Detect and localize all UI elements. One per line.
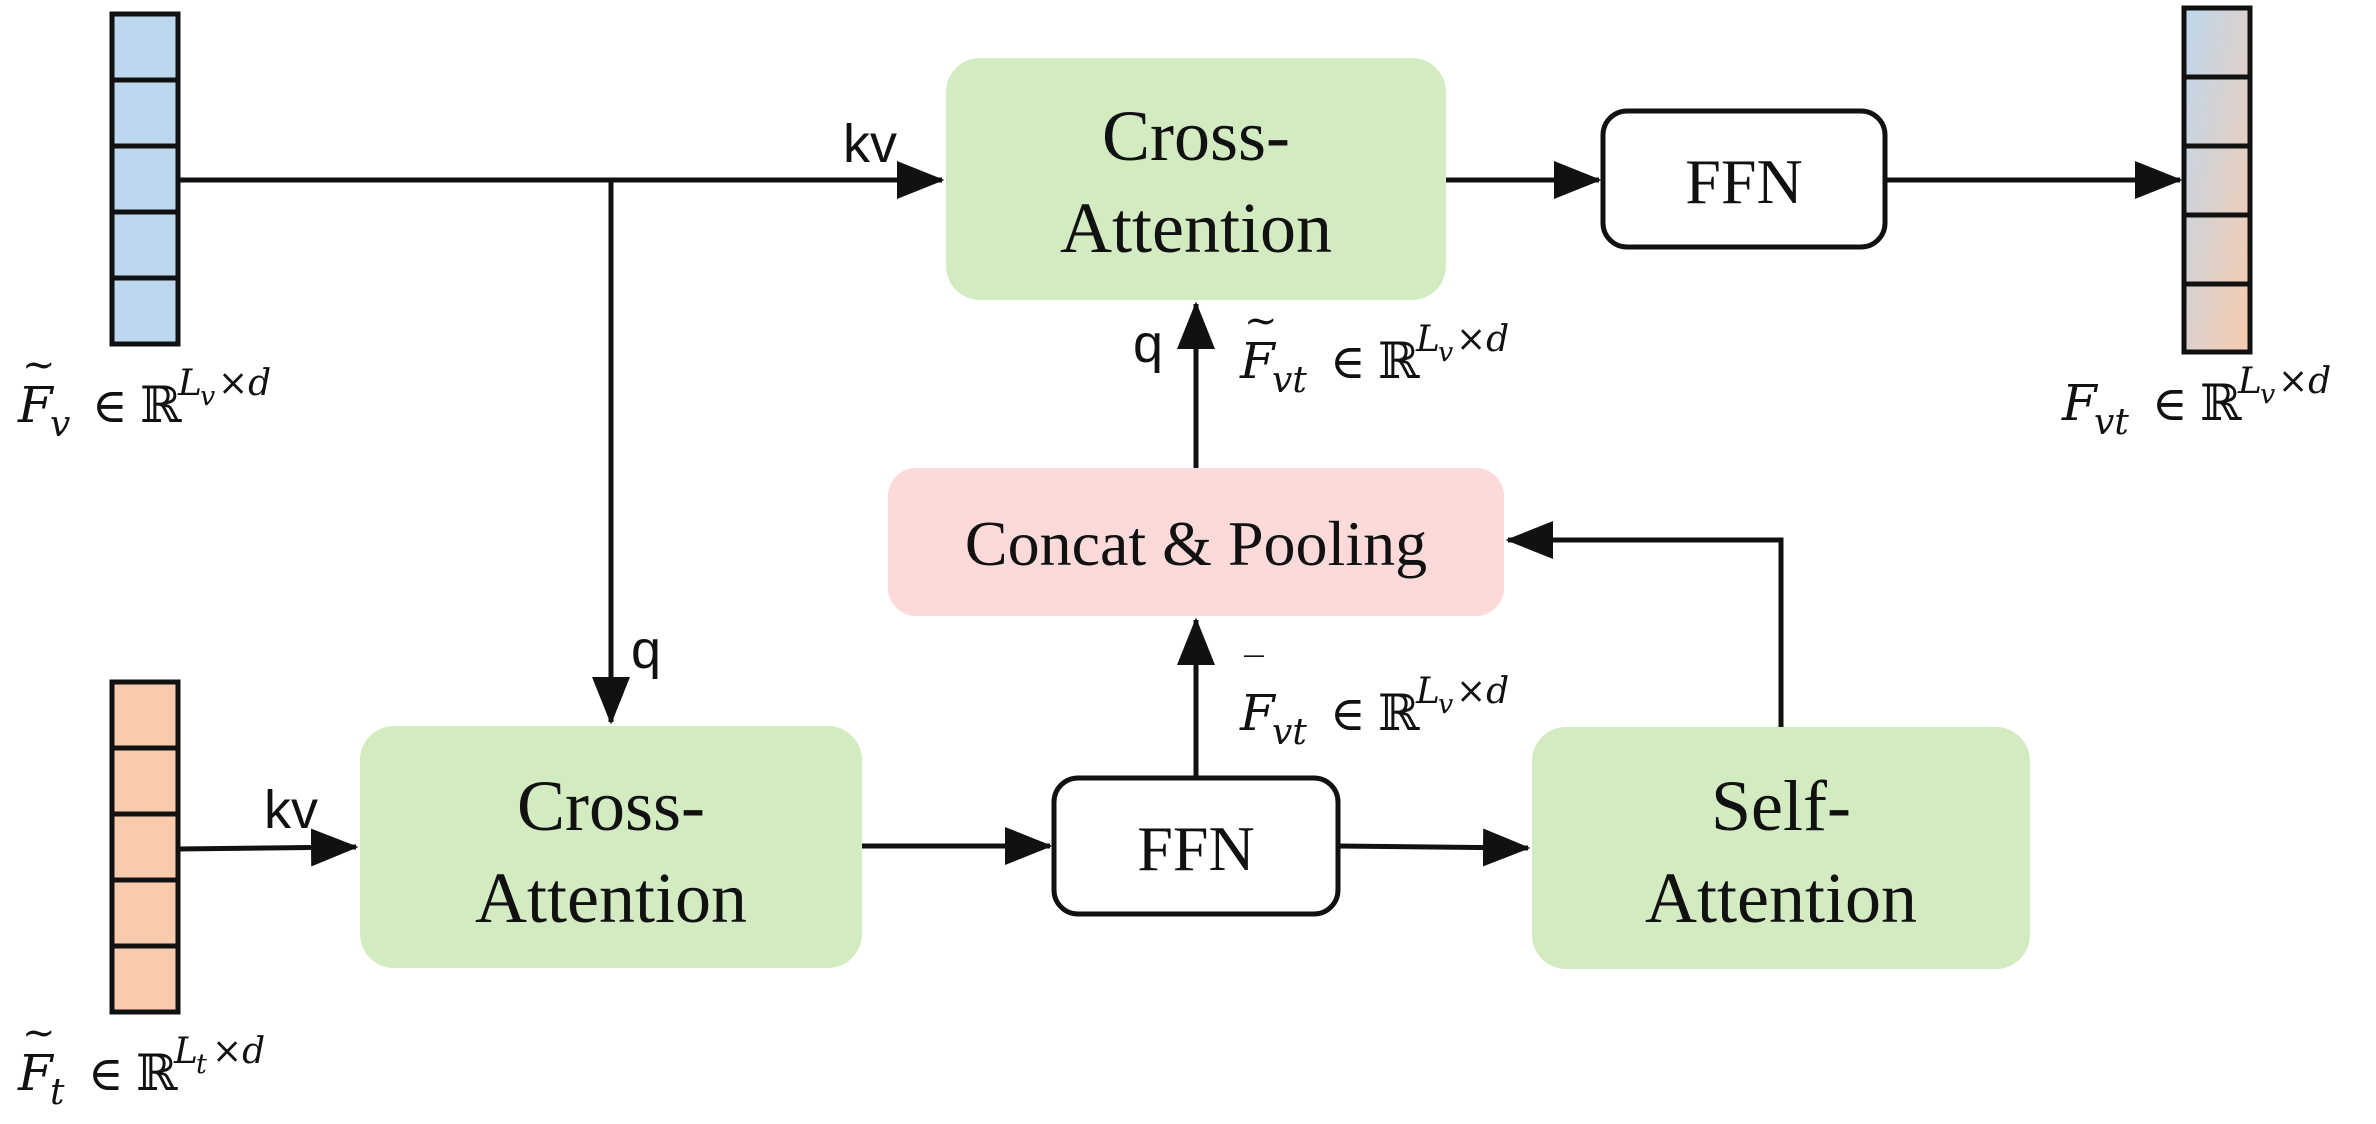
svg-text:L: L bbox=[2237, 361, 2262, 402]
bottom-cross-attention-line1: Cross- bbox=[517, 766, 705, 846]
svg-text:ℝ: ℝ bbox=[1378, 684, 1420, 742]
q-label-down: q bbox=[631, 620, 661, 680]
kv-label-top: kv bbox=[843, 114, 897, 174]
kv-label-bottom: kv bbox=[264, 780, 318, 840]
svg-text:vt: vt bbox=[1272, 712, 1307, 753]
svg-text:×d: ×d bbox=[1456, 319, 1509, 360]
top-cross-attention-line1: Cross- bbox=[1102, 96, 1290, 176]
svg-text:∈: ∈ bbox=[88, 1046, 124, 1102]
f-vt-bar-label: F ‾ vt ∈ ℝ L v ×d bbox=[1239, 650, 1509, 753]
svg-text:‾: ‾ bbox=[1244, 650, 1264, 696]
svg-text:~: ~ bbox=[22, 342, 56, 388]
svg-text:ℝ: ℝ bbox=[2200, 374, 2242, 432]
arrow-self-attention-to-concat bbox=[1505, 521, 1784, 727]
top-ffn-label: FFN bbox=[1685, 146, 1802, 217]
svg-text:v: v bbox=[50, 404, 70, 445]
output-token-stack bbox=[2181, 5, 2253, 355]
svg-text:L: L bbox=[1415, 319, 1440, 360]
self-attention-line2: Attention bbox=[1645, 858, 1917, 938]
svg-text:F: F bbox=[17, 376, 55, 434]
self-attention-line1: Self- bbox=[1711, 766, 1851, 846]
svg-text:∈: ∈ bbox=[92, 378, 128, 434]
top-ffn-box: FFN bbox=[1600, 108, 1888, 250]
svg-text:v: v bbox=[1438, 689, 1453, 720]
f-v-label: F ~ v ∈ ℝ L v ×d bbox=[17, 342, 271, 445]
visual-token-stack bbox=[109, 11, 181, 347]
svg-text:∈: ∈ bbox=[2152, 376, 2188, 432]
svg-text:×d: ×d bbox=[218, 363, 271, 404]
text-token-stack bbox=[109, 679, 181, 1015]
svg-text:t: t bbox=[50, 1072, 65, 1113]
self-attention-box: Self- Attention bbox=[1532, 727, 2030, 969]
f-vt-tilde-label: F ~ vt ∈ ℝ L v ×d bbox=[1239, 298, 1509, 401]
f-vt-output-label: F vt ∈ ℝ L v ×d bbox=[2061, 361, 2331, 443]
top-cross-attention-line2: Attention bbox=[1060, 188, 1332, 268]
top-cross-attention-box: Cross- Attention bbox=[946, 58, 1446, 300]
svg-text:~: ~ bbox=[22, 1010, 56, 1056]
bottom-cross-attention-box: Cross- Attention bbox=[360, 726, 862, 968]
svg-text:F: F bbox=[1239, 684, 1277, 742]
svg-text:vt: vt bbox=[1272, 360, 1307, 401]
svg-text:F: F bbox=[17, 1044, 55, 1102]
svg-text:L: L bbox=[173, 1031, 198, 1072]
svg-text:t: t bbox=[196, 1049, 207, 1080]
concat-pooling-label: Concat & Pooling bbox=[965, 508, 1427, 579]
svg-text:F: F bbox=[2061, 374, 2099, 432]
svg-text:vt: vt bbox=[2094, 402, 2129, 443]
svg-text:v: v bbox=[1438, 337, 1453, 368]
bottom-ffn-label: FFN bbox=[1137, 813, 1254, 884]
svg-text:L: L bbox=[177, 363, 202, 404]
q-label-top: q bbox=[1133, 314, 1163, 374]
svg-text:×d: ×d bbox=[2278, 361, 2331, 402]
f-t-label: F ~ t ∈ ℝ L t ×d bbox=[17, 1010, 265, 1113]
svg-text:ℝ: ℝ bbox=[1378, 332, 1420, 390]
svg-text:ℝ: ℝ bbox=[136, 1044, 178, 1102]
concat-pooling-box: Concat & Pooling bbox=[888, 468, 1504, 616]
svg-text:×d: ×d bbox=[212, 1031, 265, 1072]
bottom-cross-attention-line2: Attention bbox=[475, 858, 747, 938]
svg-text:~: ~ bbox=[1244, 298, 1278, 344]
arrow-text-to-bottom-cross-attention bbox=[177, 828, 359, 867]
svg-text:L: L bbox=[1415, 671, 1440, 712]
svg-text:×d: ×d bbox=[1456, 671, 1509, 712]
svg-text:∈: ∈ bbox=[1330, 686, 1366, 742]
arrow-bottom-ffn-to-self-attention bbox=[1337, 828, 1531, 867]
svg-text:v: v bbox=[200, 381, 215, 412]
svg-text:v: v bbox=[2260, 379, 2275, 410]
bottom-ffn-box: FFN bbox=[1051, 775, 1341, 917]
svg-text:F: F bbox=[1239, 332, 1277, 390]
svg-text:ℝ: ℝ bbox=[140, 376, 182, 434]
svg-text:∈: ∈ bbox=[1330, 334, 1366, 390]
